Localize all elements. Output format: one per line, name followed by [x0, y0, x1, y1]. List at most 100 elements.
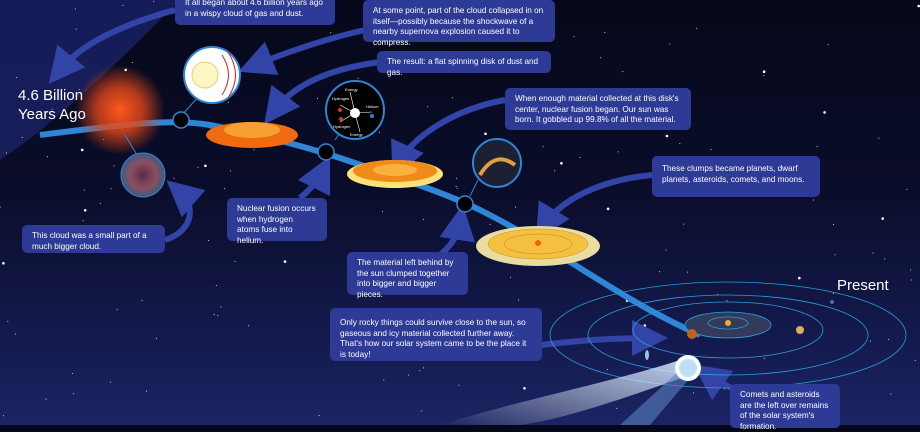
star — [456, 187, 458, 189]
fusion-label-helium: Helium — [366, 104, 379, 109]
star — [72, 393, 74, 395]
star — [215, 285, 217, 287]
star — [283, 260, 287, 263]
star — [51, 108, 53, 110]
star — [833, 293, 834, 295]
star — [606, 207, 610, 211]
star — [227, 101, 229, 103]
star — [318, 414, 320, 416]
star — [2, 262, 5, 265]
star — [253, 149, 255, 151]
star — [234, 261, 236, 262]
star — [560, 162, 563, 165]
star — [910, 269, 912, 271]
jupiter — [687, 329, 697, 339]
star — [383, 379, 385, 381]
star — [2, 415, 4, 417]
star — [248, 325, 250, 327]
fusion-label-hydrogen-bottom: Hydrogen — [333, 124, 350, 129]
star — [726, 300, 728, 302]
star — [47, 156, 49, 158]
timeline-node — [317, 143, 335, 161]
star — [197, 166, 199, 168]
star — [489, 223, 491, 225]
star — [141, 300, 143, 301]
gas-cloud — [75, 65, 165, 155]
star — [669, 43, 671, 45]
star — [213, 314, 215, 315]
star — [523, 387, 526, 390]
callout-clumps: These clumps became planets, dwarf plane… — [652, 156, 820, 197]
star — [455, 186, 457, 187]
start-label-line1: 4.6 Billion — [18, 87, 84, 104]
star — [510, 276, 511, 278]
callout-sun-born: When enough material collected at this d… — [505, 88, 691, 130]
star — [762, 70, 766, 73]
star — [816, 145, 818, 147]
star — [78, 89, 80, 90]
star — [381, 211, 383, 212]
star — [607, 369, 608, 371]
star — [812, 199, 814, 201]
star — [888, 338, 890, 340]
star — [74, 8, 76, 10]
star — [515, 206, 517, 208]
planetesimal-collision-image — [472, 138, 522, 188]
star — [881, 217, 884, 220]
start-label: 4.6 Billion Years Ago — [18, 86, 86, 124]
timeline-node — [172, 111, 190, 129]
star — [600, 57, 602, 59]
star — [208, 239, 209, 241]
star — [833, 224, 835, 225]
star — [408, 374, 409, 376]
callout-bigger-cloud: This cloud was a small part of a much bi… — [22, 225, 165, 253]
star — [458, 384, 460, 386]
star — [122, 4, 124, 6]
star — [643, 324, 647, 327]
star — [217, 315, 219, 317]
solar-system — [549, 281, 907, 389]
star — [45, 398, 47, 400]
star — [484, 132, 487, 136]
star — [173, 177, 175, 179]
star — [579, 157, 581, 158]
saturn — [796, 326, 804, 334]
star — [110, 188, 112, 190]
star — [890, 393, 892, 395]
star — [357, 77, 359, 79]
star — [518, 299, 520, 301]
star — [693, 392, 695, 394]
star — [224, 187, 225, 189]
sun — [725, 320, 731, 326]
star — [423, 367, 425, 369]
star — [763, 75, 765, 77]
star — [116, 309, 118, 311]
star — [153, 0, 155, 2]
callout-rocky-things: Only rocky things could survive close to… — [330, 308, 542, 361]
fusion-label-hydrogen-top: Hydrogen — [332, 96, 349, 101]
star — [884, 258, 886, 260]
star — [0, 206, 1, 208]
star — [71, 373, 73, 374]
star — [16, 77, 18, 79]
star — [421, 410, 423, 412]
comet-tail — [440, 360, 690, 425]
star — [5, 152, 7, 154]
star — [330, 32, 332, 34]
star — [230, 170, 232, 172]
star — [99, 202, 101, 204]
star — [379, 132, 380, 134]
star — [427, 106, 429, 108]
star — [834, 254, 836, 256]
star — [906, 188, 908, 190]
star — [869, 340, 871, 342]
star — [872, 252, 874, 254]
star — [665, 134, 669, 138]
star — [419, 370, 421, 372]
star — [710, 149, 712, 150]
star — [823, 111, 826, 114]
star — [622, 71, 624, 73]
star — [687, 271, 689, 273]
star — [573, 36, 575, 38]
callout-fusion: Nuclear fusion occurs when hydrogen atom… — [227, 198, 327, 245]
